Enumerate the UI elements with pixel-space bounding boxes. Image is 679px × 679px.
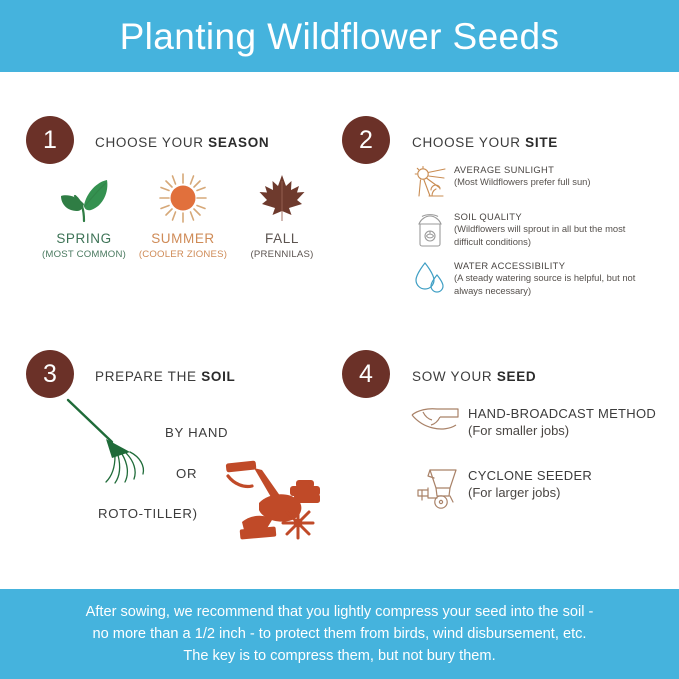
- seed-method-list: HAND-BROADCAST METHOD (For smaller jobs): [408, 404, 678, 536]
- soil-method-or: OR: [176, 465, 197, 483]
- soil-bag-icon: [408, 211, 452, 248]
- section-2-heading: CHOOSE YOUR SITE: [412, 135, 558, 150]
- soil-method-or-label: OR: [176, 466, 198, 481]
- site-factor-water-title: WATER ACCESSIBILITY: [454, 260, 566, 271]
- step-number-2-label: 2: [359, 125, 373, 154]
- sun-plant-icon: [408, 164, 452, 199]
- water-drop-icon: [408, 260, 452, 295]
- step-number-1: 1: [26, 116, 74, 164]
- seed-method-hand-broadcast: HAND-BROADCAST METHOD (For smaller jobs): [408, 404, 678, 440]
- section-2-heading-strong: SITE: [525, 135, 558, 150]
- sun-icon: [135, 166, 231, 224]
- step-number-4-label: 4: [359, 359, 373, 388]
- section-1-heading: CHOOSE YOUR SEASON: [95, 135, 269, 150]
- site-factor-list: AVERAGE SUNLIGHT (Most Wildflowers prefe…: [408, 164, 676, 309]
- season-spring: SPRING (MOST COMMON): [36, 166, 132, 260]
- footer-banner: After sowing, we recommend that you ligh…: [0, 589, 679, 679]
- site-factor-water-desc-2: always necessary): [454, 284, 532, 296]
- step-number-3: 3: [26, 350, 74, 398]
- section-4-heading-strong: SEED: [496, 369, 537, 384]
- site-factor-soil-title: SOIL QUALITY: [454, 211, 522, 222]
- season-spring-name: SPRING: [56, 231, 112, 246]
- site-factor-water-text: WATER ACCESSIBILITY (A steady watering s…: [452, 260, 676, 297]
- site-factor-sunlight-desc-1: (Most Wildflowers prefer full sun): [454, 176, 591, 187]
- section-4-heading-prefix: SOW YOUR: [412, 369, 497, 384]
- season-spring-note: (MOST COMMON): [42, 249, 126, 260]
- seed-method-cyclone-seeder-title: CYCLONE SEEDER: [468, 468, 593, 483]
- site-factor-soil-desc-2: difficult conditions): [454, 235, 531, 247]
- roto-tiller-icon: [218, 458, 323, 548]
- season-fall-name: FALL: [265, 231, 299, 246]
- header-banner: Planting Wildflower Seeds: [0, 0, 679, 72]
- soil-method-by-hand: BY HAND: [165, 424, 228, 442]
- footer-line-3: The key is to compress them, but not bur…: [183, 648, 496, 664]
- open-hand-icon: [408, 404, 464, 438]
- seed-method-cyclone-seeder-desc: (For larger jobs): [468, 485, 561, 500]
- footer-line-1: After sowing, we recommend that you ligh…: [85, 604, 594, 620]
- site-factor-soil-text: SOIL QUALITY (Wildflowers will sprout in…: [452, 211, 676, 248]
- soil-method-roto-tiller-label: ROTO-TILLER): [98, 506, 198, 521]
- section-3-heading-prefix: PREPARE THE: [95, 369, 202, 384]
- cyclone-seeder-icon: [408, 466, 464, 510]
- section-4-heading: SOW YOUR SEED: [412, 369, 536, 384]
- seed-method-hand-broadcast-text: HAND-BROADCAST METHOD (For smaller jobs): [464, 404, 678, 440]
- site-factor-soil-desc-1: (Wildflowers will sprout in all but the …: [454, 223, 626, 234]
- soil-method-roto-tiller: ROTO-TILLER): [98, 505, 198, 523]
- season-summer: SUMMER (COOLER ZIONES): [135, 166, 231, 260]
- footer-line-2: no more than a 1/2 inch - to protect the…: [92, 626, 587, 642]
- season-fall: FALL (PRENNILAS): [234, 166, 330, 260]
- rake-icon: [60, 394, 170, 489]
- section-2-heading-prefix: CHOOSE YOUR: [412, 135, 526, 150]
- seed-method-hand-broadcast-title: HAND-BROADCAST METHOD: [468, 406, 657, 421]
- season-summer-note: (COOLER ZIONES): [138, 249, 228, 260]
- site-factor-sunlight: AVERAGE SUNLIGHT (Most Wildflowers prefe…: [408, 164, 676, 199]
- section-1-heading-strong: SEASON: [208, 135, 270, 150]
- seed-method-cyclone-seeder-text: CYCLONE SEEDER (For larger jobs): [464, 466, 678, 502]
- seed-method-cyclone-seeder: CYCLONE SEEDER (For larger jobs): [408, 466, 678, 510]
- site-factor-sunlight-text: AVERAGE SUNLIGHT (Most Wildflowers prefe…: [452, 164, 676, 189]
- section-3-heading-strong: SOIL: [201, 369, 236, 384]
- step-number-2: 2: [342, 116, 390, 164]
- soil-method-by-hand-label: BY HAND: [165, 425, 229, 440]
- section-3-heading: PREPARE THE SOIL: [95, 369, 236, 384]
- section-1-heading-prefix: CHOOSE YOUR: [95, 135, 209, 150]
- season-fall-note: (PRENNILAS): [250, 249, 314, 260]
- step-number-3-label: 3: [43, 359, 57, 388]
- site-factor-water-desc-1: (A steady watering source is helpful, bu…: [454, 272, 636, 283]
- maple-leaf-icon: [234, 166, 330, 224]
- site-factor-soil: SOIL QUALITY (Wildflowers will sprout in…: [408, 211, 676, 248]
- season-summer-name: SUMMER: [151, 231, 215, 246]
- site-factor-sunlight-title: AVERAGE SUNLIGHT: [454, 164, 555, 175]
- step-number-1-label: 1: [43, 125, 57, 154]
- page-title: Planting Wildflower Seeds: [119, 15, 560, 57]
- site-factor-water: WATER ACCESSIBILITY (A steady watering s…: [408, 260, 676, 297]
- leaves-icon: [36, 166, 132, 224]
- step-number-4: 4: [342, 350, 390, 398]
- seed-method-hand-broadcast-desc: (For smaller jobs): [468, 423, 570, 438]
